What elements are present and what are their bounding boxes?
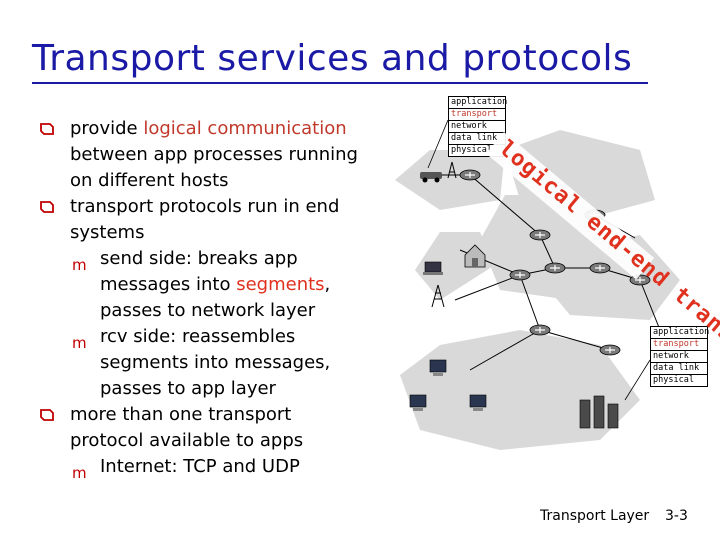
bullet-marker-icon xyxy=(40,123,54,135)
stack-layer: network xyxy=(651,351,707,363)
page-title: Transport services and protocols xyxy=(32,38,633,79)
bullet-text: rcv side: reassembles segments into mess… xyxy=(100,326,331,399)
bullet-text: Internet: TCP and UDP xyxy=(100,456,300,477)
network-diagram xyxy=(395,119,680,450)
stack-layer: transport xyxy=(651,339,707,351)
bullet-marker-icon xyxy=(40,201,54,213)
protocol-stack-destination: application transport network data link … xyxy=(650,326,710,387)
stack-layer: network xyxy=(449,121,505,133)
mobile-network xyxy=(395,150,505,210)
house-icon xyxy=(464,244,486,268)
stack-layer: physical xyxy=(451,145,492,155)
sub-bullet-marker-icon: m xyxy=(72,256,87,274)
bullet-marker-icon xyxy=(40,409,54,421)
cell-tower-icon xyxy=(431,284,445,308)
bullet-text: provide xyxy=(70,118,144,139)
sub-bullet-item: m Internet: TCP and UDP xyxy=(40,454,370,482)
bullet-text: transport protocols run in end systems xyxy=(70,196,340,243)
stack-layer: transport xyxy=(449,109,505,121)
bullet-highlight: segments xyxy=(236,274,325,295)
bullet-highlight: logical communication xyxy=(143,118,347,139)
stack-layer: physical xyxy=(653,375,694,385)
sub-bullet-marker-icon: m xyxy=(72,464,87,482)
desktop-icon xyxy=(409,394,427,411)
sub-bullet-marker-icon: m xyxy=(72,334,87,352)
bullet-text: between app processes running on differe… xyxy=(70,144,358,191)
stack-layer: data link xyxy=(651,363,707,375)
desktop-icon xyxy=(429,359,447,376)
desktop-icon xyxy=(469,394,487,411)
server-icon xyxy=(579,395,619,429)
bullet-item: transport protocols run in end systems xyxy=(40,194,370,246)
bullet-text: send side: breaks app messages into xyxy=(100,248,298,295)
stack-layer: data link xyxy=(449,133,505,145)
bullet-item: provide logical communication between ap… xyxy=(40,116,370,194)
footer-slide-number: 3-3 xyxy=(665,508,688,524)
bullet-list: provide logical communication between ap… xyxy=(40,116,370,482)
laptop-icon xyxy=(423,261,443,275)
bullet-text: more than one transport protocol availab… xyxy=(70,404,304,451)
stack-layer: application xyxy=(651,327,710,339)
sub-bullet-item: m rcv side: reassembles segments into me… xyxy=(40,324,370,402)
title-underline xyxy=(32,82,648,84)
host-icons xyxy=(409,161,619,429)
stack-layer: application xyxy=(449,97,508,109)
car-icon xyxy=(420,172,442,183)
antenna-icon xyxy=(447,161,457,179)
sub-bullet-item: m send side: breaks app messages into se… xyxy=(40,246,370,324)
stack-pointer-line xyxy=(624,359,651,401)
bullet-text: , passes to network layer xyxy=(100,274,331,321)
stack-pointer-line xyxy=(427,119,449,169)
footer-section-title: Transport Layer xyxy=(540,508,650,524)
bullet-item: more than one transport protocol availab… xyxy=(40,402,370,454)
